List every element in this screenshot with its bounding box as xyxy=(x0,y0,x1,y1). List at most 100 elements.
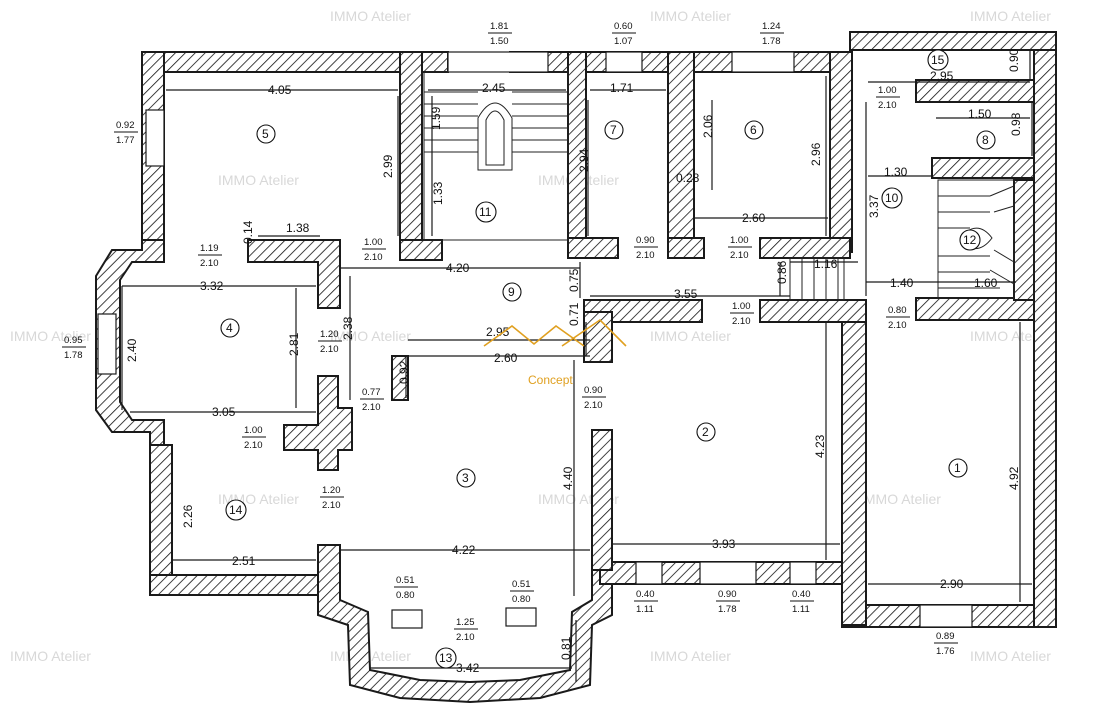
svg-text:1.77: 1.77 xyxy=(116,135,135,146)
watermark: IMMO Atelier xyxy=(650,648,731,664)
svg-text:1.00: 1.00 xyxy=(364,237,383,248)
dimension-label: 4.22 xyxy=(452,543,476,557)
opening-label: 0.601.07 xyxy=(612,21,636,47)
svg-text:6: 6 xyxy=(750,123,757,137)
dimension-label: 1.59 xyxy=(429,106,443,130)
svg-text:3: 3 xyxy=(462,471,469,485)
room-number: 3 xyxy=(456,468,476,488)
window xyxy=(505,607,537,627)
room-number: 2 xyxy=(696,422,716,442)
window xyxy=(789,561,817,585)
opening-label: 0.772.10 xyxy=(360,387,384,413)
windows xyxy=(97,51,973,629)
dimension-label: 2.40 xyxy=(125,338,139,362)
logo-text: Concept xyxy=(528,373,573,387)
dimension-label: 2.60 xyxy=(742,211,766,225)
stair-12 xyxy=(937,179,1015,299)
window xyxy=(699,561,757,585)
svg-text:1.78: 1.78 xyxy=(762,36,781,47)
watermark: IMMO Atelier xyxy=(330,8,411,24)
svg-text:0.89: 0.89 xyxy=(936,631,955,642)
dimension-labels: 4.05 2.45 1.71 2.99 1.59 1.33 2.94 2.06 … xyxy=(125,48,1023,675)
svg-text:5: 5 xyxy=(262,127,269,141)
svg-text:2.10: 2.10 xyxy=(244,440,263,451)
dimension-label: 3.32 xyxy=(200,279,224,293)
dimension-label: 2.90 xyxy=(940,577,964,591)
svg-text:1.11: 1.11 xyxy=(792,604,810,615)
window xyxy=(391,609,423,629)
logo-roof-icon xyxy=(483,324,585,347)
stair-9 xyxy=(789,257,845,301)
room-number: 15 xyxy=(927,49,949,71)
window xyxy=(97,313,117,375)
svg-text:0.90: 0.90 xyxy=(718,589,737,600)
dimension-label: 2.06 xyxy=(701,114,715,138)
svg-text:13: 13 xyxy=(439,651,453,665)
dimension-label: 1.60 xyxy=(974,276,998,290)
svg-text:1.78: 1.78 xyxy=(718,604,737,615)
dimension-label: 4.05 xyxy=(268,83,292,97)
svg-text:2.10: 2.10 xyxy=(732,316,751,327)
svg-text:9: 9 xyxy=(508,285,515,299)
svg-text:2.10: 2.10 xyxy=(362,402,381,413)
concept-logo: Concept xyxy=(483,318,627,387)
svg-text:12: 12 xyxy=(963,233,977,247)
svg-text:0.80: 0.80 xyxy=(888,305,907,316)
opening-label: 0.902.10 xyxy=(634,235,658,261)
svg-text:2.10: 2.10 xyxy=(456,632,475,643)
watermark: IMMO Atelier xyxy=(218,172,299,188)
dimension-label: 4.92 xyxy=(1007,466,1021,490)
svg-text:0.95: 0.95 xyxy=(64,335,83,346)
window xyxy=(919,604,973,628)
svg-text:2.10: 2.10 xyxy=(878,100,897,111)
opening-label: 0.902.10 xyxy=(582,385,606,411)
svg-text:0.51: 0.51 xyxy=(396,575,415,586)
logo-roof-icon xyxy=(561,318,627,347)
room-number: 5 xyxy=(256,124,276,144)
svg-text:2.10: 2.10 xyxy=(636,250,655,261)
svg-text:0.40: 0.40 xyxy=(792,589,811,600)
room-number: 13 xyxy=(435,647,457,669)
opening-label: 1.811.50 xyxy=(488,21,512,47)
opening-label: 1.252.10 xyxy=(454,617,478,643)
svg-text:1: 1 xyxy=(954,461,961,475)
dimension-label: 1.50 xyxy=(968,107,992,121)
svg-text:11: 11 xyxy=(479,205,492,219)
dimension-label: 0.92 xyxy=(397,360,411,384)
dimension-label: 3.37 xyxy=(867,194,881,218)
watermark: IMMO Atelier xyxy=(970,328,1051,344)
svg-text:1.78: 1.78 xyxy=(64,350,83,361)
room-number: 12 xyxy=(959,229,981,251)
dimension-label: 2.51 xyxy=(232,554,256,568)
opening-label: 0.51 0.80 xyxy=(394,575,418,601)
window xyxy=(605,51,643,73)
opening-label: 1.202.10 xyxy=(320,485,344,511)
svg-text:0.80: 0.80 xyxy=(396,590,415,601)
dimension-label: 2.99 xyxy=(381,154,395,178)
dimension-label: 1.30 xyxy=(884,165,908,179)
svg-text:2.10: 2.10 xyxy=(584,400,603,411)
dimension-label: 1.40 xyxy=(890,276,914,290)
watermark: IMMO Atelier xyxy=(10,648,91,664)
opening-label: 0.510.80 xyxy=(510,579,534,605)
opening-label: 1.202.10 xyxy=(318,329,342,355)
opening-label: 0.921.77 xyxy=(114,120,138,146)
watermark: IMMO Atelier xyxy=(650,8,731,24)
dimension-label: 0.14 xyxy=(241,220,255,244)
svg-text:1.00: 1.00 xyxy=(730,235,749,246)
dimension-label: 1.38 xyxy=(286,221,310,235)
watermark: IMMO Atelier xyxy=(650,328,731,344)
dimension-label: 2.94 xyxy=(577,148,591,172)
room-numbers: 1 2 3 4 5 6 7 8 9 10 11 12 13 14 15 xyxy=(220,49,996,669)
svg-text:2.10: 2.10 xyxy=(730,250,749,261)
watermark: IMMO Atelier xyxy=(860,491,941,507)
dimension-label: 0.98 xyxy=(1009,112,1023,136)
svg-text:1.00: 1.00 xyxy=(244,425,263,436)
svg-text:1.81: 1.81 xyxy=(490,21,509,32)
svg-text:2.10: 2.10 xyxy=(322,500,341,511)
svg-text:0.40: 0.40 xyxy=(636,589,655,600)
svg-text:15: 15 xyxy=(931,53,945,67)
svg-text:1.11: 1.11 xyxy=(636,604,654,615)
room-number: 4 xyxy=(220,318,240,338)
